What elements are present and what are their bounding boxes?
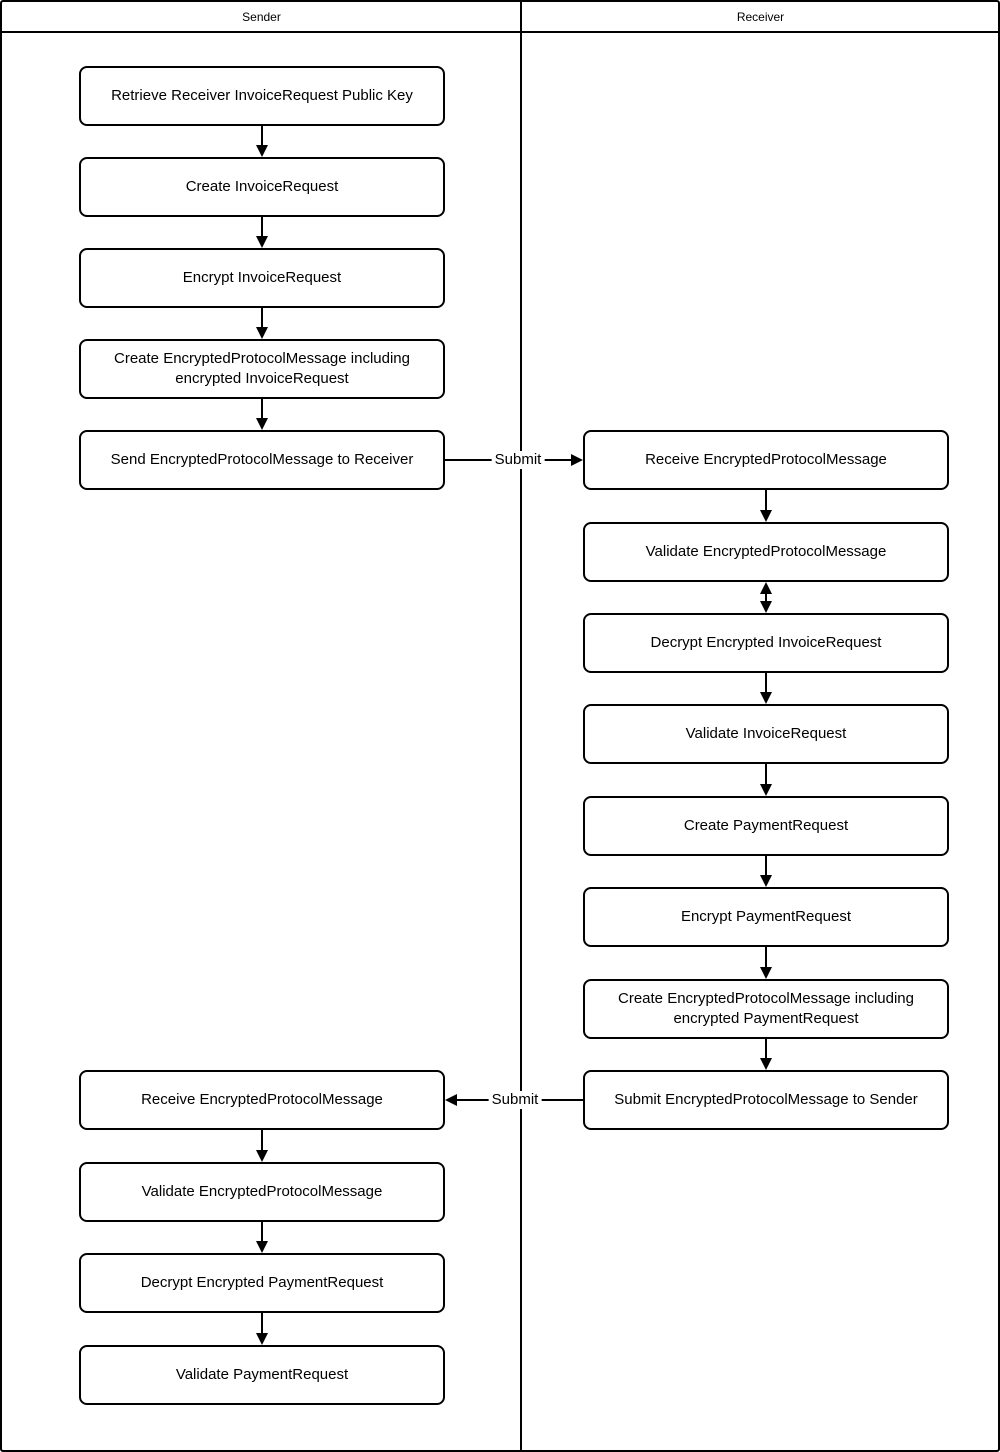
box-create-invoicerequest: Create InvoiceRequest bbox=[79, 157, 445, 217]
box-send-epm-to-receiver: Send EncryptedProtocolMessage to Receive… bbox=[79, 430, 445, 490]
arrow-receiver-create-epm-to-submit bbox=[760, 1039, 772, 1070]
box-sender-validate-epm: Validate EncryptedProtocolMessage bbox=[79, 1162, 445, 1222]
arrow-receiver-decrypt-to-validate-ir bbox=[760, 673, 772, 704]
arrow-sender-decrypt-to-validate-pr bbox=[256, 1313, 268, 1345]
arrow-sender-create-epm-to-send bbox=[256, 399, 268, 430]
box-retrieve-receiver-public-key: Retrieve Receiver InvoiceRequest Public … bbox=[79, 66, 445, 126]
arrow-receiver-create-pr-to-encrypt-pr bbox=[760, 856, 772, 887]
box-receiver-validate-epm: Validate EncryptedProtocolMessage bbox=[583, 522, 949, 582]
arrow-receiver-encrypt-pr-to-create-epm bbox=[760, 947, 772, 979]
bidirectional-arrow-validate-decrypt bbox=[760, 582, 772, 613]
box-receiver-receive-epm: Receive EncryptedProtocolMessage bbox=[583, 430, 949, 490]
box-decrypt-encrypted-paymentrequest: Decrypt Encrypted PaymentRequest bbox=[79, 1253, 445, 1313]
arrow-receiver-validate-ir-to-create-pr bbox=[760, 764, 772, 796]
box-submit-epm-to-sender: Submit EncryptedProtocolMessage to Sende… bbox=[583, 1070, 949, 1130]
arrow-sender-retrieve-to-create bbox=[256, 126, 268, 157]
box-create-epm-including-paymentrequest: Create EncryptedProtocolMessage includin… bbox=[583, 979, 949, 1039]
box-validate-invoicerequest: Validate InvoiceRequest bbox=[583, 704, 949, 764]
arrow-sender-receive-to-validate bbox=[256, 1130, 268, 1162]
box-encrypt-paymentrequest: Encrypt PaymentRequest bbox=[583, 887, 949, 947]
arrow-sender-encrypt-to-create-epm bbox=[256, 308, 268, 339]
lane-header-sender: Sender bbox=[242, 9, 281, 24]
box-sender-receive-epm: Receive EncryptedProtocolMessage bbox=[79, 1070, 445, 1130]
arrow-receiver-receive-to-validate bbox=[760, 490, 772, 522]
submit-label-to-sender: Submit bbox=[488, 1091, 542, 1109]
submit-label-to-receiver: Submit bbox=[491, 451, 545, 469]
arrow-sender-create-to-encrypt bbox=[256, 217, 268, 248]
box-create-paymentrequest: Create PaymentRequest bbox=[583, 796, 949, 856]
lane-header-receiver: Receiver bbox=[736, 9, 785, 24]
box-create-epm-including-invoicerequest: Create EncryptedProtocolMessage includin… bbox=[79, 339, 445, 399]
arrow-sender-validate-to-decrypt bbox=[256, 1222, 268, 1253]
box-encrypt-invoicerequest: Encrypt InvoiceRequest bbox=[79, 248, 445, 308]
box-decrypt-encrypted-invoicerequest: Decrypt Encrypted InvoiceRequest bbox=[583, 613, 949, 673]
box-validate-paymentrequest: Validate PaymentRequest bbox=[79, 1345, 445, 1405]
